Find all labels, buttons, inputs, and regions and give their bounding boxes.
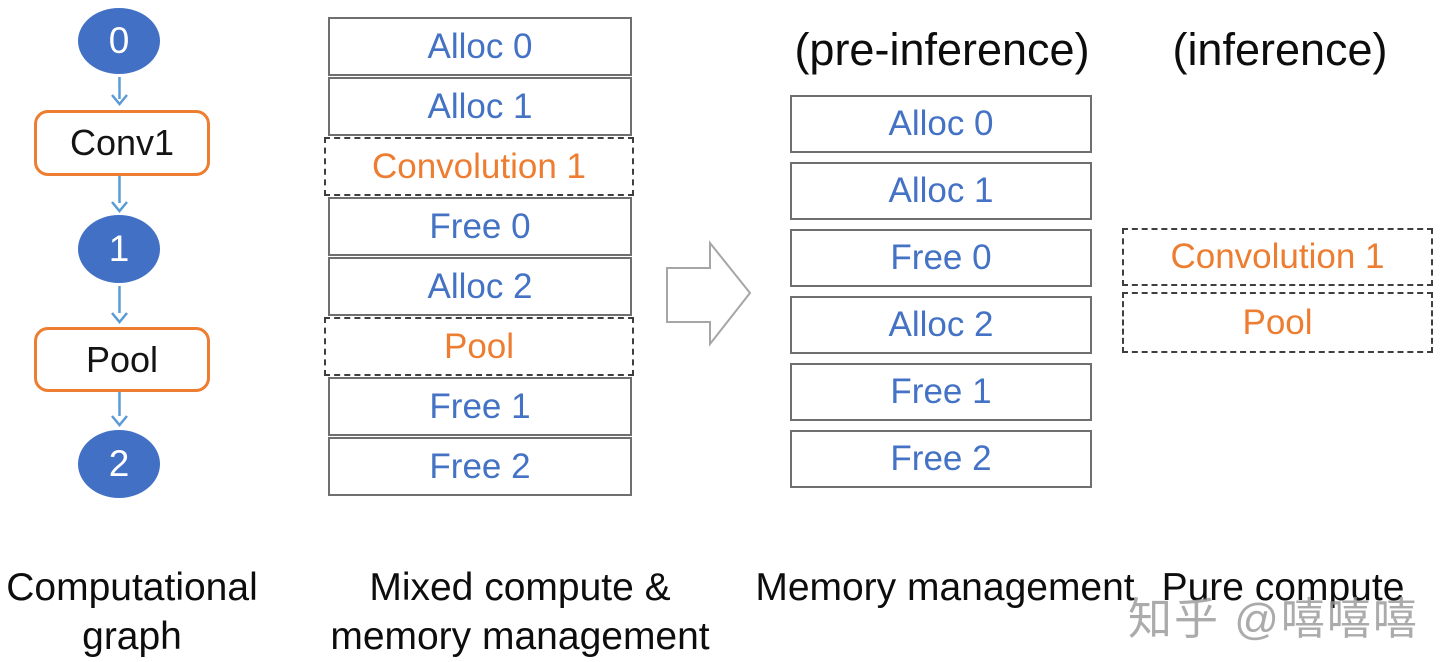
row-label: Free 0 bbox=[429, 206, 531, 246]
mixed-row-free-2: Free 2 bbox=[328, 437, 632, 496]
mixed-row-free-1: Free 1 bbox=[328, 377, 632, 436]
row-label: Free 2 bbox=[890, 439, 992, 478]
row-label: Pool bbox=[443, 326, 515, 366]
row-label: Alloc 0 bbox=[427, 26, 533, 66]
mixed-row-alloc-1: Alloc 1 bbox=[328, 77, 632, 136]
inference-row-pool: Pool bbox=[1122, 292, 1433, 353]
row-label: Free 1 bbox=[429, 386, 531, 426]
mixed-row-alloc-0: Alloc 0 bbox=[328, 17, 632, 76]
pre-inference-row-free-0: Free 0 bbox=[790, 229, 1092, 287]
mixed-row-convolution-1: Convolution 1 bbox=[324, 137, 634, 196]
row-label: Alloc 2 bbox=[888, 305, 994, 344]
pre-inference-header: (pre-inference) bbox=[794, 24, 1090, 75]
graph-node-0: 0 bbox=[78, 8, 160, 74]
caption-line: Computational bbox=[6, 566, 258, 609]
row-label: Alloc 0 bbox=[888, 104, 994, 143]
op-conv1-box: Conv1 bbox=[34, 110, 210, 176]
graph-node-2: 2 bbox=[78, 430, 160, 498]
row-label: Free 0 bbox=[890, 238, 992, 277]
caption-line: graph bbox=[82, 615, 182, 658]
row-label: Convolution 1 bbox=[371, 146, 587, 186]
graph-node-2-label: 2 bbox=[108, 443, 130, 484]
caption-computational-graph: Computational graph bbox=[2, 563, 262, 661]
pre-inference-row-free-2: Free 2 bbox=[790, 430, 1092, 488]
arrow-down-icon bbox=[111, 77, 128, 106]
pre-inference-row-free-1: Free 1 bbox=[790, 363, 1092, 421]
op-conv1-label: Conv1 bbox=[69, 122, 175, 163]
graph-node-1: 1 bbox=[78, 215, 160, 283]
right-block-arrow-icon bbox=[666, 240, 752, 347]
arrow-down-icon bbox=[111, 175, 128, 213]
inference-row-convolution-1: Convolution 1 bbox=[1122, 228, 1433, 286]
pre-inference-row-alloc-1: Alloc 1 bbox=[790, 162, 1092, 220]
row-label: Convolution 1 bbox=[1170, 237, 1385, 276]
graph-node-0-label: 0 bbox=[108, 20, 130, 61]
graph-node-1-label: 1 bbox=[108, 228, 130, 269]
mixed-row-free-0: Free 0 bbox=[328, 197, 632, 256]
row-label: Pool bbox=[1242, 302, 1313, 342]
caption-memory-management: Memory management bbox=[755, 566, 1135, 609]
row-label: Free 2 bbox=[429, 446, 531, 486]
mixed-row-pool: Pool bbox=[324, 317, 634, 376]
row-label: Free 1 bbox=[890, 372, 992, 411]
row-label: Alloc 2 bbox=[427, 266, 533, 306]
inference-header: (inference) bbox=[1172, 24, 1388, 75]
caption-pure-compute: Pure compute bbox=[1161, 566, 1405, 609]
caption-mixed-compute: Mixed compute & memory management bbox=[320, 563, 720, 661]
mixed-row-alloc-2: Alloc 2 bbox=[328, 257, 632, 316]
op-pool-label: Pool bbox=[85, 338, 159, 380]
arrow-down-icon bbox=[111, 286, 128, 324]
pre-inference-row-alloc-2: Alloc 2 bbox=[790, 296, 1092, 354]
watermark-text: 知乎 @嘻嘻嘻 bbox=[1128, 595, 1419, 644]
arrow-down-icon bbox=[111, 390, 128, 427]
row-label: Alloc 1 bbox=[427, 86, 533, 126]
caption-line: memory management bbox=[330, 615, 710, 658]
op-pool-box: Pool bbox=[34, 327, 210, 392]
row-label: Alloc 1 bbox=[888, 171, 994, 210]
pre-inference-row-alloc-0: Alloc 0 bbox=[790, 95, 1092, 153]
caption-line: Mixed compute & bbox=[369, 566, 671, 609]
